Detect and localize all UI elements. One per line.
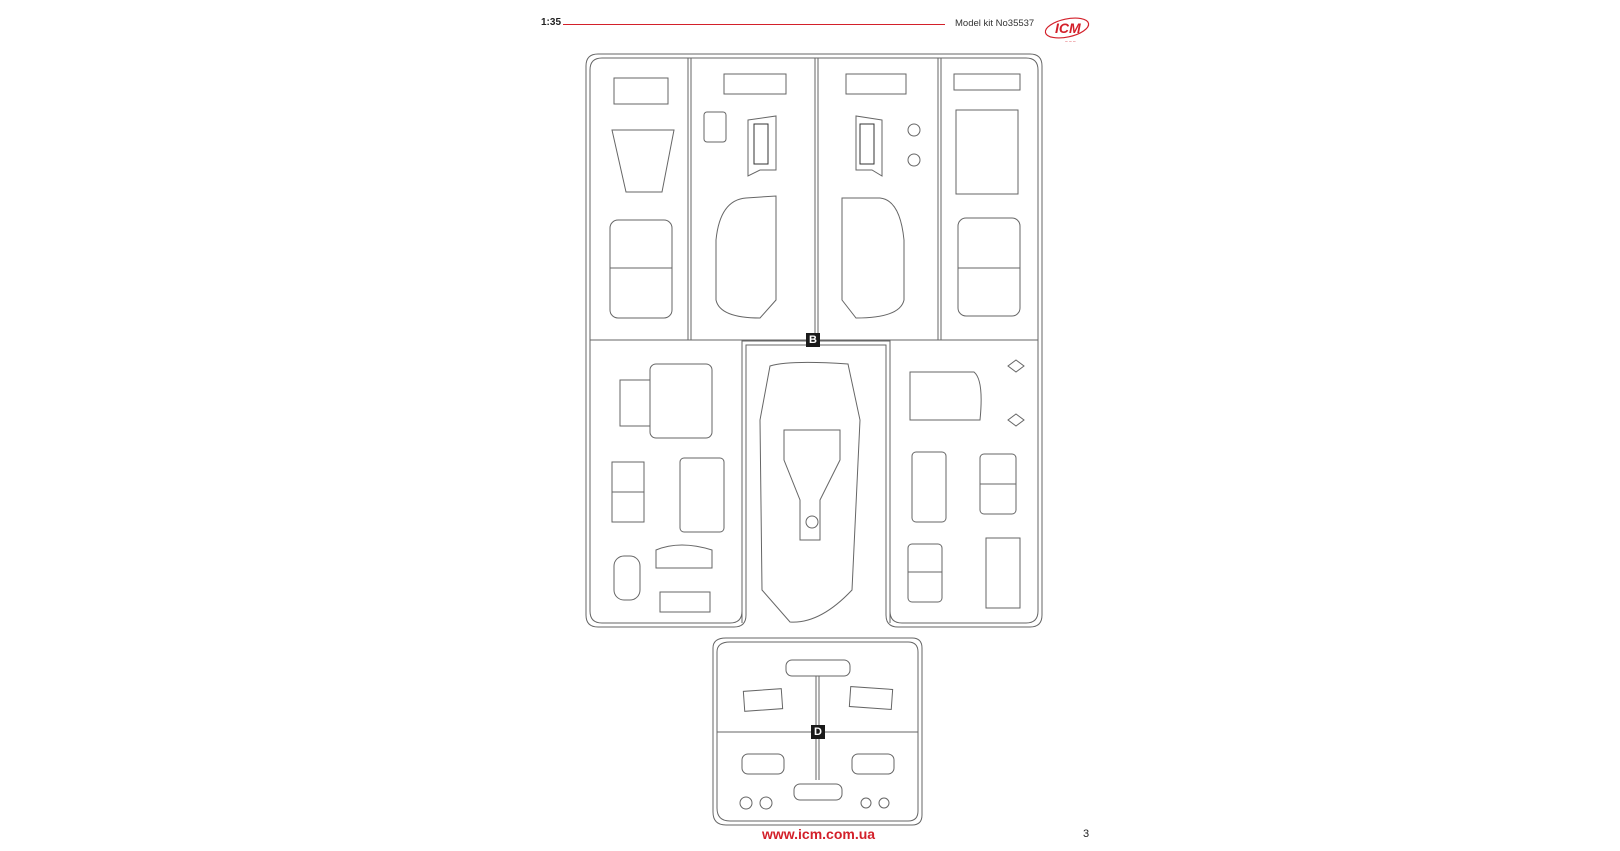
icm-logo: ICM ~ ~ ~ [1044, 17, 1090, 45]
model-kit-number: Model kit No35537 [955, 18, 1035, 29]
svg-text:ICM: ICM [1055, 20, 1081, 36]
svg-text:~ ~ ~: ~ ~ ~ [1065, 40, 1076, 45]
scale-label: 1:35 [541, 17, 562, 28]
website-link[interactable]: www.icm.com.ua [762, 826, 876, 842]
sprue-label-d: D [811, 725, 825, 739]
sprue-b-frame [585, 53, 1043, 628]
page-number: 3 [1083, 828, 1090, 840]
header-rule [563, 24, 945, 25]
sprue-label-b: B [806, 333, 820, 347]
